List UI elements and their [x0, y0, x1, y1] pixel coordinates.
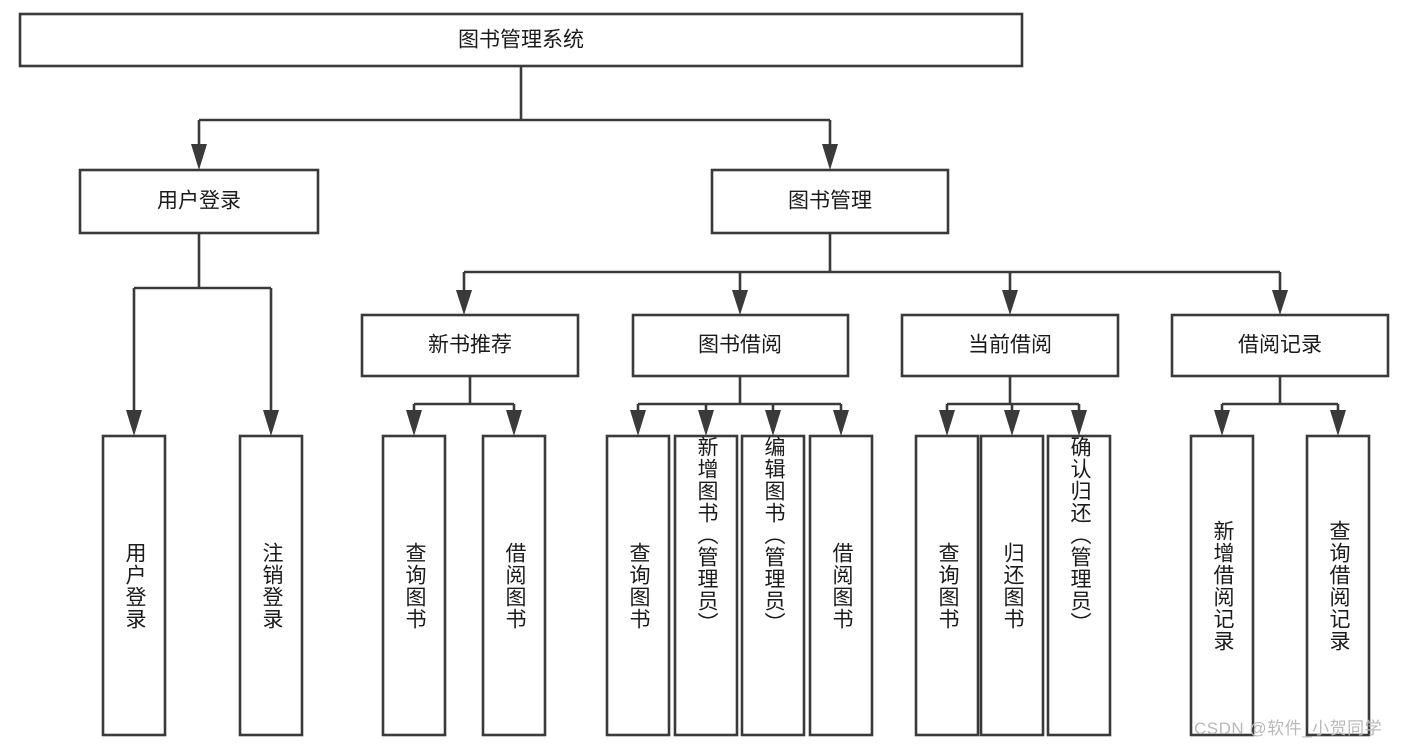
leaf-box-new-book-2[interactable]	[481, 434, 547, 737]
edges-user-login-to-leaves	[126, 233, 279, 436]
leaf-box-current-borrow-2[interactable]	[979, 434, 1045, 737]
node-user-login-label: 用户登录	[157, 190, 241, 213]
node-new-book-label: 新书推荐	[428, 334, 512, 357]
arrow-current-borrow-leaf3-icon	[1071, 410, 1087, 436]
leaf-box-book-borrow-1[interactable]	[605, 434, 671, 737]
node-book-borrow-label: 图书借阅	[698, 334, 782, 357]
arrow-borrow-record-leaf1-icon	[1214, 410, 1230, 436]
node-current-borrow-label: 当前借阅	[968, 334, 1052, 357]
arrow-to-book-manage-icon	[822, 144, 838, 170]
node-current-borrow-box[interactable]	[900, 313, 1120, 378]
edges-current-borrow-to-leaves	[939, 376, 1087, 436]
leaf-box-book-borrow-3[interactable]	[740, 434, 806, 737]
node-book-manage-box[interactable]	[710, 168, 950, 235]
arrow-book-borrow-leaf3-icon	[765, 410, 781, 436]
node-book-borrow-box[interactable]	[631, 313, 850, 378]
arrow-book-borrow-leaf1-icon	[630, 410, 646, 436]
node-new-book-box[interactable]	[360, 313, 580, 378]
edges-book-borrow-to-leaves	[630, 376, 849, 436]
arrow-borrow-record-leaf2-icon	[1330, 410, 1346, 436]
node-borrow-record-label: 借阅记录	[1238, 334, 1322, 357]
node-root-label: 图书管理系统	[458, 29, 584, 52]
arrow-user-login-leaf2-icon	[263, 410, 279, 436]
arrow-current-borrow-leaf1-icon	[939, 410, 955, 436]
arrow-new-book-leaf2-icon	[506, 410, 522, 436]
leaf-box-book-borrow-2[interactable]	[673, 434, 739, 737]
arrow-book-borrow-leaf2-icon	[698, 410, 714, 436]
leaf-box-new-book-1[interactable]	[381, 434, 447, 737]
arrow-book-borrow-leaf4-icon	[833, 410, 849, 436]
node-borrow-record-box[interactable]	[1170, 313, 1390, 378]
node-user-login-box[interactable]	[78, 168, 320, 235]
arrow-new-book-leaf1-icon	[406, 410, 422, 436]
edges-new-book-to-leaves	[406, 376, 522, 436]
leaf-box-borrow-record-1[interactable]	[1189, 434, 1255, 737]
edges-root-to-level2	[191, 66, 838, 170]
leaf-box-user-login-2[interactable]	[238, 434, 304, 737]
edges-book-manage-to-level3	[456, 233, 1288, 315]
arrow-to-current-borrow-icon	[1002, 290, 1018, 315]
arrow-to-new-book-icon	[456, 290, 472, 315]
leaf-box-current-borrow-3[interactable]	[1046, 434, 1112, 737]
arrow-user-login-leaf1-icon	[126, 410, 142, 436]
leaf-box-borrow-record-2[interactable]	[1305, 434, 1371, 737]
arrow-to-book-borrow-icon	[732, 290, 748, 315]
leaf-box-current-borrow-1[interactable]	[914, 434, 980, 737]
node-root-box[interactable]	[18, 12, 1024, 68]
leaf-box-book-borrow-4[interactable]	[808, 434, 874, 737]
edges-borrow-record-to-leaves	[1214, 376, 1346, 436]
leaf-box-user-login-1[interactable]	[101, 434, 167, 737]
arrow-to-user-login-icon	[191, 144, 207, 170]
csdn-watermark: CSDN @软件_小贺同学	[1194, 719, 1383, 738]
node-book-manage-label: 图书管理	[788, 190, 872, 213]
arrow-current-borrow-leaf2-icon	[1004, 410, 1020, 436]
arrow-to-borrow-record-icon	[1272, 290, 1288, 315]
